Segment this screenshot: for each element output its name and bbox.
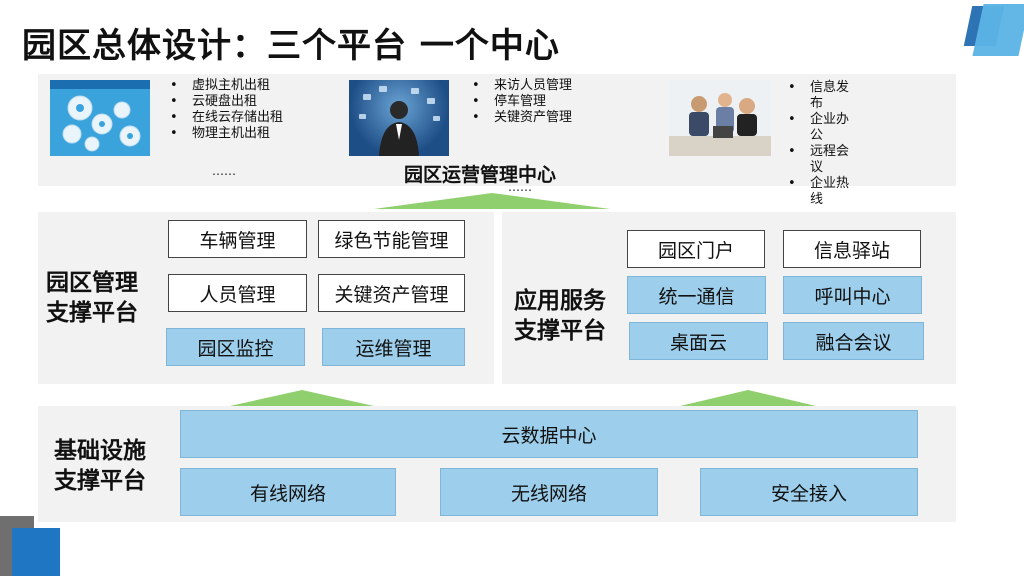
list-item: 物理主机出租	[170, 126, 290, 142]
operations-center-label: 园区运营管理中心	[404, 164, 557, 186]
list-item: 来访人员管理	[472, 78, 582, 94]
wired-network: 有线网络	[180, 468, 396, 516]
list-item: 企业办公	[788, 112, 860, 144]
office-team-image	[669, 80, 771, 156]
cloud-data-center: 云数据中心	[180, 410, 918, 458]
list-item: 停车管理	[472, 94, 582, 110]
list-item: 企业热线	[788, 176, 860, 208]
module-park-monitoring: 园区监控	[166, 328, 305, 366]
businessman-image	[349, 80, 449, 156]
list-item: 远程会议	[788, 144, 860, 176]
list-item: 云硬盘出租	[170, 94, 290, 110]
module-green-energy-management: 绿色节能管理	[318, 220, 465, 258]
list-item: 在线云存储出租	[170, 110, 290, 126]
list-item: 信息发布	[788, 80, 860, 112]
list-item: 虚拟主机出租	[170, 78, 290, 94]
module-personnel-management: 人员管理	[168, 274, 307, 312]
more-indicator: ……	[212, 164, 236, 178]
corner-decoration	[12, 528, 60, 576]
gears-image	[50, 80, 150, 156]
infrastructure-platform-label: 基础设施 支撑平台	[54, 438, 146, 494]
more-indicator: ……	[508, 180, 532, 194]
module-call-center: 呼叫中心	[783, 276, 922, 314]
module-desktop-cloud: 桌面云	[629, 322, 768, 360]
services-list-middle: 来访人员管理 停车管理 关键资产管理	[472, 78, 582, 126]
up-arrow-triangle	[230, 390, 374, 406]
module-ops-management: 运维管理	[322, 328, 465, 366]
management-platform-label: 园区管理 支撑平台	[46, 270, 138, 326]
module-park-portal: 园区门户	[627, 230, 765, 268]
module-unified-comms: 统一通信	[627, 276, 766, 314]
up-arrow-triangle	[374, 193, 610, 209]
services-list-left: 虚拟主机出租 云硬盘出租 在线云存储出租 物理主机出租	[170, 78, 290, 142]
application-platform-label: 应用服务 支撑平台	[514, 288, 606, 344]
page-title: 园区总体设计：三个平台 一个中心	[22, 26, 560, 66]
wireless-network: 无线网络	[440, 468, 658, 516]
up-arrow-triangle	[680, 390, 816, 406]
secure-access: 安全接入	[700, 468, 918, 516]
module-vehicle-management: 车辆管理	[168, 220, 307, 258]
module-converged-meeting: 融合会议	[783, 322, 924, 360]
module-key-asset-management: 关键资产管理	[318, 274, 465, 312]
module-info-station: 信息驿站	[783, 230, 921, 268]
list-item: 关键资产管理	[472, 110, 582, 126]
services-list-right: 信息发布 企业办公 远程会议 企业热线	[788, 80, 860, 208]
